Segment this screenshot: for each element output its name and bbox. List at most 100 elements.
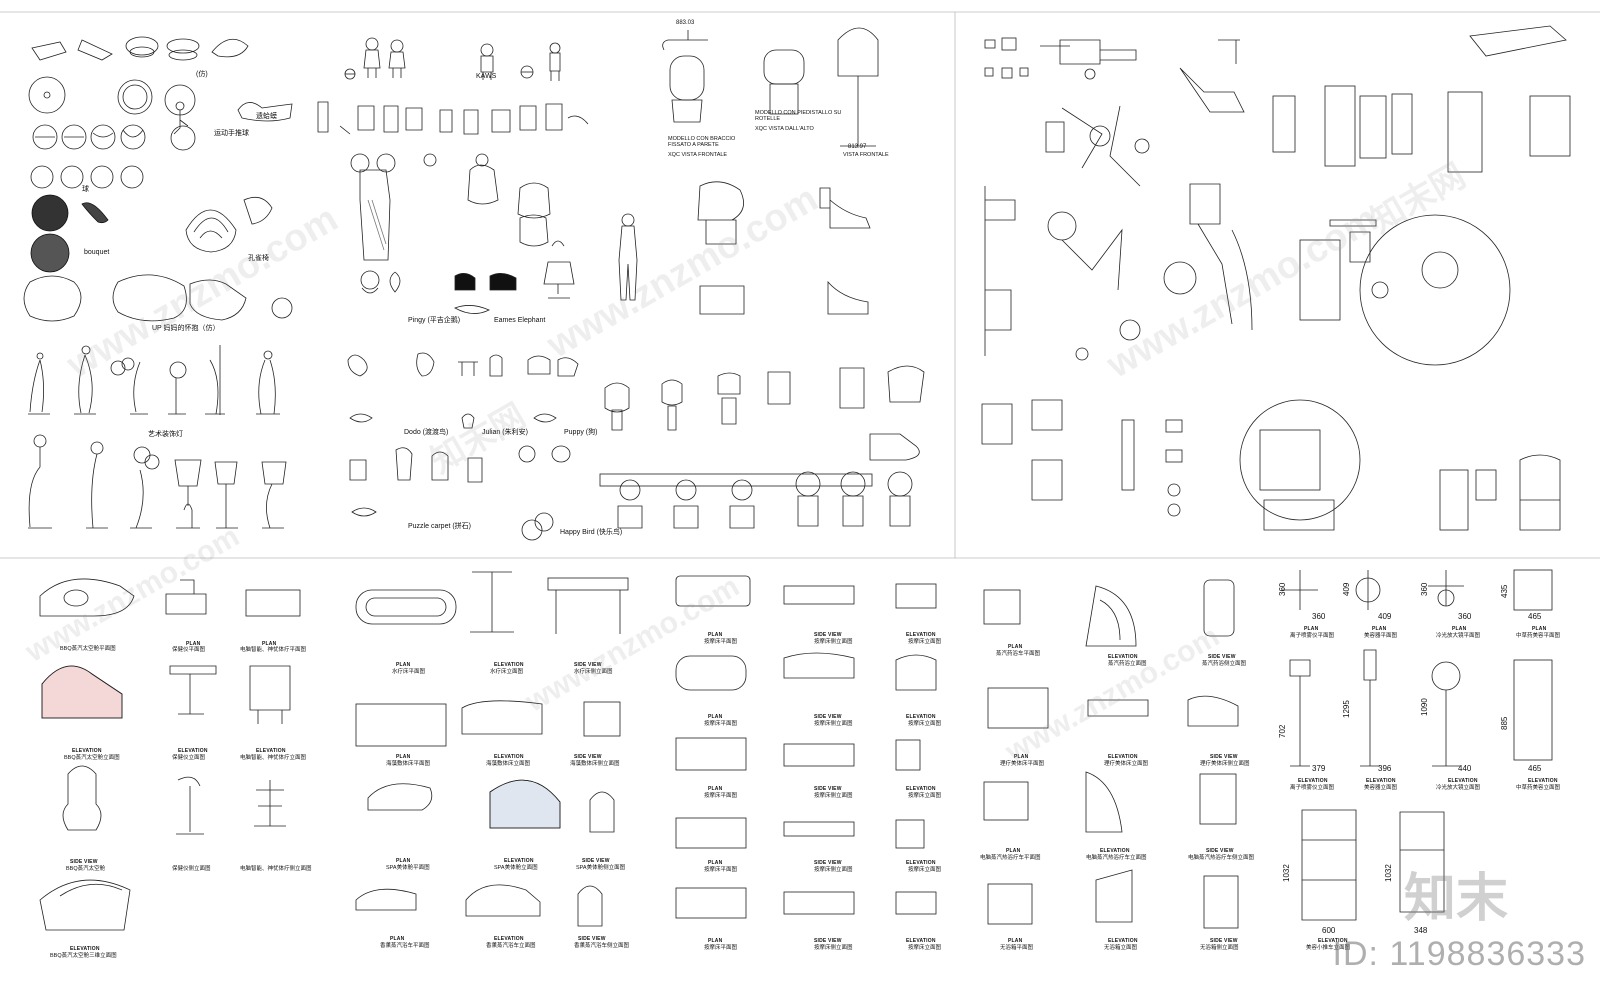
cap-plan-f4: PLAN [1014, 754, 1029, 760]
cap-plan-f10: PLAN [1008, 938, 1023, 944]
art-lamps-row1 [28, 345, 280, 415]
massage-beds [675, 575, 937, 919]
cap-c5: 保健仪立面图 [172, 755, 206, 761]
mickey-chair [350, 153, 396, 261]
cap-d4: 海藻敷体床平面图 [386, 761, 431, 767]
cap-f12: 无浴箱侧立面图 [1200, 945, 1239, 951]
cap-d12: 香薰蒸汽浴车侧立面图 [574, 943, 630, 949]
label-kaws: KAWS [476, 73, 497, 80]
dim-883: 883.03 [676, 20, 695, 26]
dim-379: 379 [1312, 764, 1326, 773]
dim-360-a: 360 [1312, 612, 1326, 621]
yoga-figure [170, 101, 196, 151]
cap-plan-g1: PLAN [1304, 626, 1319, 632]
styling-chairs [604, 365, 925, 461]
label-modello-1c: XQC VISTA FRONTALE [668, 152, 728, 158]
cap-elev-d8: ELEVATION [504, 858, 534, 864]
dim-396: 396 [1378, 764, 1392, 773]
cap-f11: 无浴箱立面图 [1104, 945, 1138, 951]
cap-d5: 海藻敷体床立面图 [486, 761, 531, 767]
hydrotherapy-bed [355, 571, 629, 927]
cap-elev-e3c: ELEVATION [906, 786, 936, 792]
cap-f2: 蒸汽药浴立面图 [1108, 661, 1147, 667]
cap-f7: 电脑蒸汽热浴疗车平面图 [980, 855, 1041, 861]
cap-c6: 电脑智能、神忧体疗立面图 [240, 755, 307, 761]
cap-e2d: 按摩床侧立面图 [814, 867, 853, 873]
spa-capsule-side [62, 765, 286, 835]
dimv-702: 702 [1278, 724, 1287, 738]
dim-813: 813.97 [848, 144, 867, 150]
dim-360-b: 360 [1458, 612, 1472, 621]
cap-plan-d10: PLAN [390, 936, 405, 942]
cap-d2: 水疗床立面图 [490, 669, 524, 675]
cap-c4: BBQ蒸汽太空舱立面图 [64, 755, 120, 761]
cap-d1: 水疗床平面图 [392, 669, 426, 675]
cap-d6: 海藻敷体床侧立面图 [570, 761, 620, 767]
puzzle-rocking-horse [349, 445, 571, 541]
label-happy: Happy Bird (快乐鸟) [560, 529, 623, 536]
dryer-chairs [795, 471, 913, 527]
label-julian: Julian (朱利安) [482, 429, 528, 436]
cap-plan-g2: PLAN [1372, 626, 1387, 632]
cap-elev-d2: ELEVATION [494, 662, 524, 668]
cap-side-f12: SIDE VIEW [1210, 938, 1238, 944]
human-figure [618, 213, 638, 301]
cap-e1d: 按摩床平面图 [704, 867, 738, 873]
dimv-1032-a: 1032 [1282, 864, 1291, 882]
cap-e3b: 按摩床立面图 [908, 721, 942, 727]
label-vista-frontale: VISTA FRONTALE [843, 152, 889, 158]
cap-elev-f2: ELEVATION [1108, 654, 1138, 660]
znzmo-logo: 知末 [1404, 869, 1509, 929]
animal-sculpture [237, 102, 293, 122]
chair-shapes-row [31, 36, 249, 61]
cap-plan-d1: PLAN [396, 662, 411, 668]
dental-lower-cluster [981, 399, 1561, 531]
cap-side-e2c: SIDE VIEW [814, 786, 842, 792]
cap-plan-c3: PLAN [262, 641, 277, 647]
toy-figures-row1 [344, 37, 561, 81]
label-yishu: 艺术装饰灯 [148, 431, 183, 438]
cap-f8: 电脑蒸汽热浴疗车立面图 [1086, 855, 1147, 861]
cap-side-d3: SIDE VIEW [574, 662, 602, 668]
cap-elev-e3: ELEVATION [906, 632, 936, 638]
cap-side-c7: SIDE VIEW [70, 859, 98, 865]
cap-elev-d5: ELEVATION [494, 754, 524, 760]
label-kongque: 孔雀椅 [248, 255, 269, 262]
peacock-chair [185, 196, 273, 253]
image-id-tag: ID: 1198836333 [1332, 935, 1586, 973]
cap-plan-e1d: PLAN [708, 860, 723, 866]
cap-plan-f7: PLAN [1006, 848, 1021, 854]
cap-g5: 离子喷雾仪立面图 [1290, 785, 1335, 791]
cap-side-f9: SIDE VIEW [1206, 848, 1234, 854]
dimv-435: 435 [1500, 584, 1509, 598]
cap-f10: 无浴箱平面图 [1000, 945, 1034, 951]
cap-e3d: 按摩床立面图 [908, 867, 942, 873]
bouquet-shapes [30, 194, 109, 273]
cap-elev-g9: ELEVATION [1318, 938, 1348, 944]
cap-elev-e3b: ELEVATION [906, 714, 936, 720]
cap-g1: 离子喷雾仪平面图 [1290, 633, 1335, 639]
cap-side-e2: SIDE VIEW [814, 632, 842, 638]
cap-d8: SPA美体舱立面图 [494, 865, 538, 871]
cap-elev-e3e: ELEVATION [906, 938, 936, 944]
cap-side-f6: SIDE VIEW [1210, 754, 1238, 760]
label-fang: (仿) [196, 71, 208, 78]
dim-600: 600 [1322, 926, 1336, 935]
steam-therapy [983, 579, 1239, 929]
cap-elev-f5: ELEVATION [1108, 754, 1138, 760]
dental-arm-assemblies [984, 105, 1253, 361]
dodo-julian-puppy [347, 352, 579, 429]
cap-side-d6: SIDE VIEW [574, 754, 602, 760]
cap-c9: 电脑智能、神忧体疗侧立面图 [240, 866, 312, 872]
cap-plan-e1e: PLAN [708, 938, 723, 944]
dimv-409: 409 [1342, 582, 1351, 596]
cap-elev-e3d: ELEVATION [906, 860, 936, 866]
label-bouquet: bouquet [84, 249, 110, 256]
cap-f5: 理疗美体床立面图 [1104, 761, 1149, 767]
cap-e3: 按摩床立面图 [908, 639, 942, 645]
cap-d10: 香薰蒸汽浴车平面图 [380, 943, 430, 949]
label-pingy: Pingy (平吉企鹅) [408, 317, 461, 324]
dimv-360: 360 [1278, 582, 1287, 596]
cap-e2c: 按摩床侧立面图 [814, 793, 853, 799]
